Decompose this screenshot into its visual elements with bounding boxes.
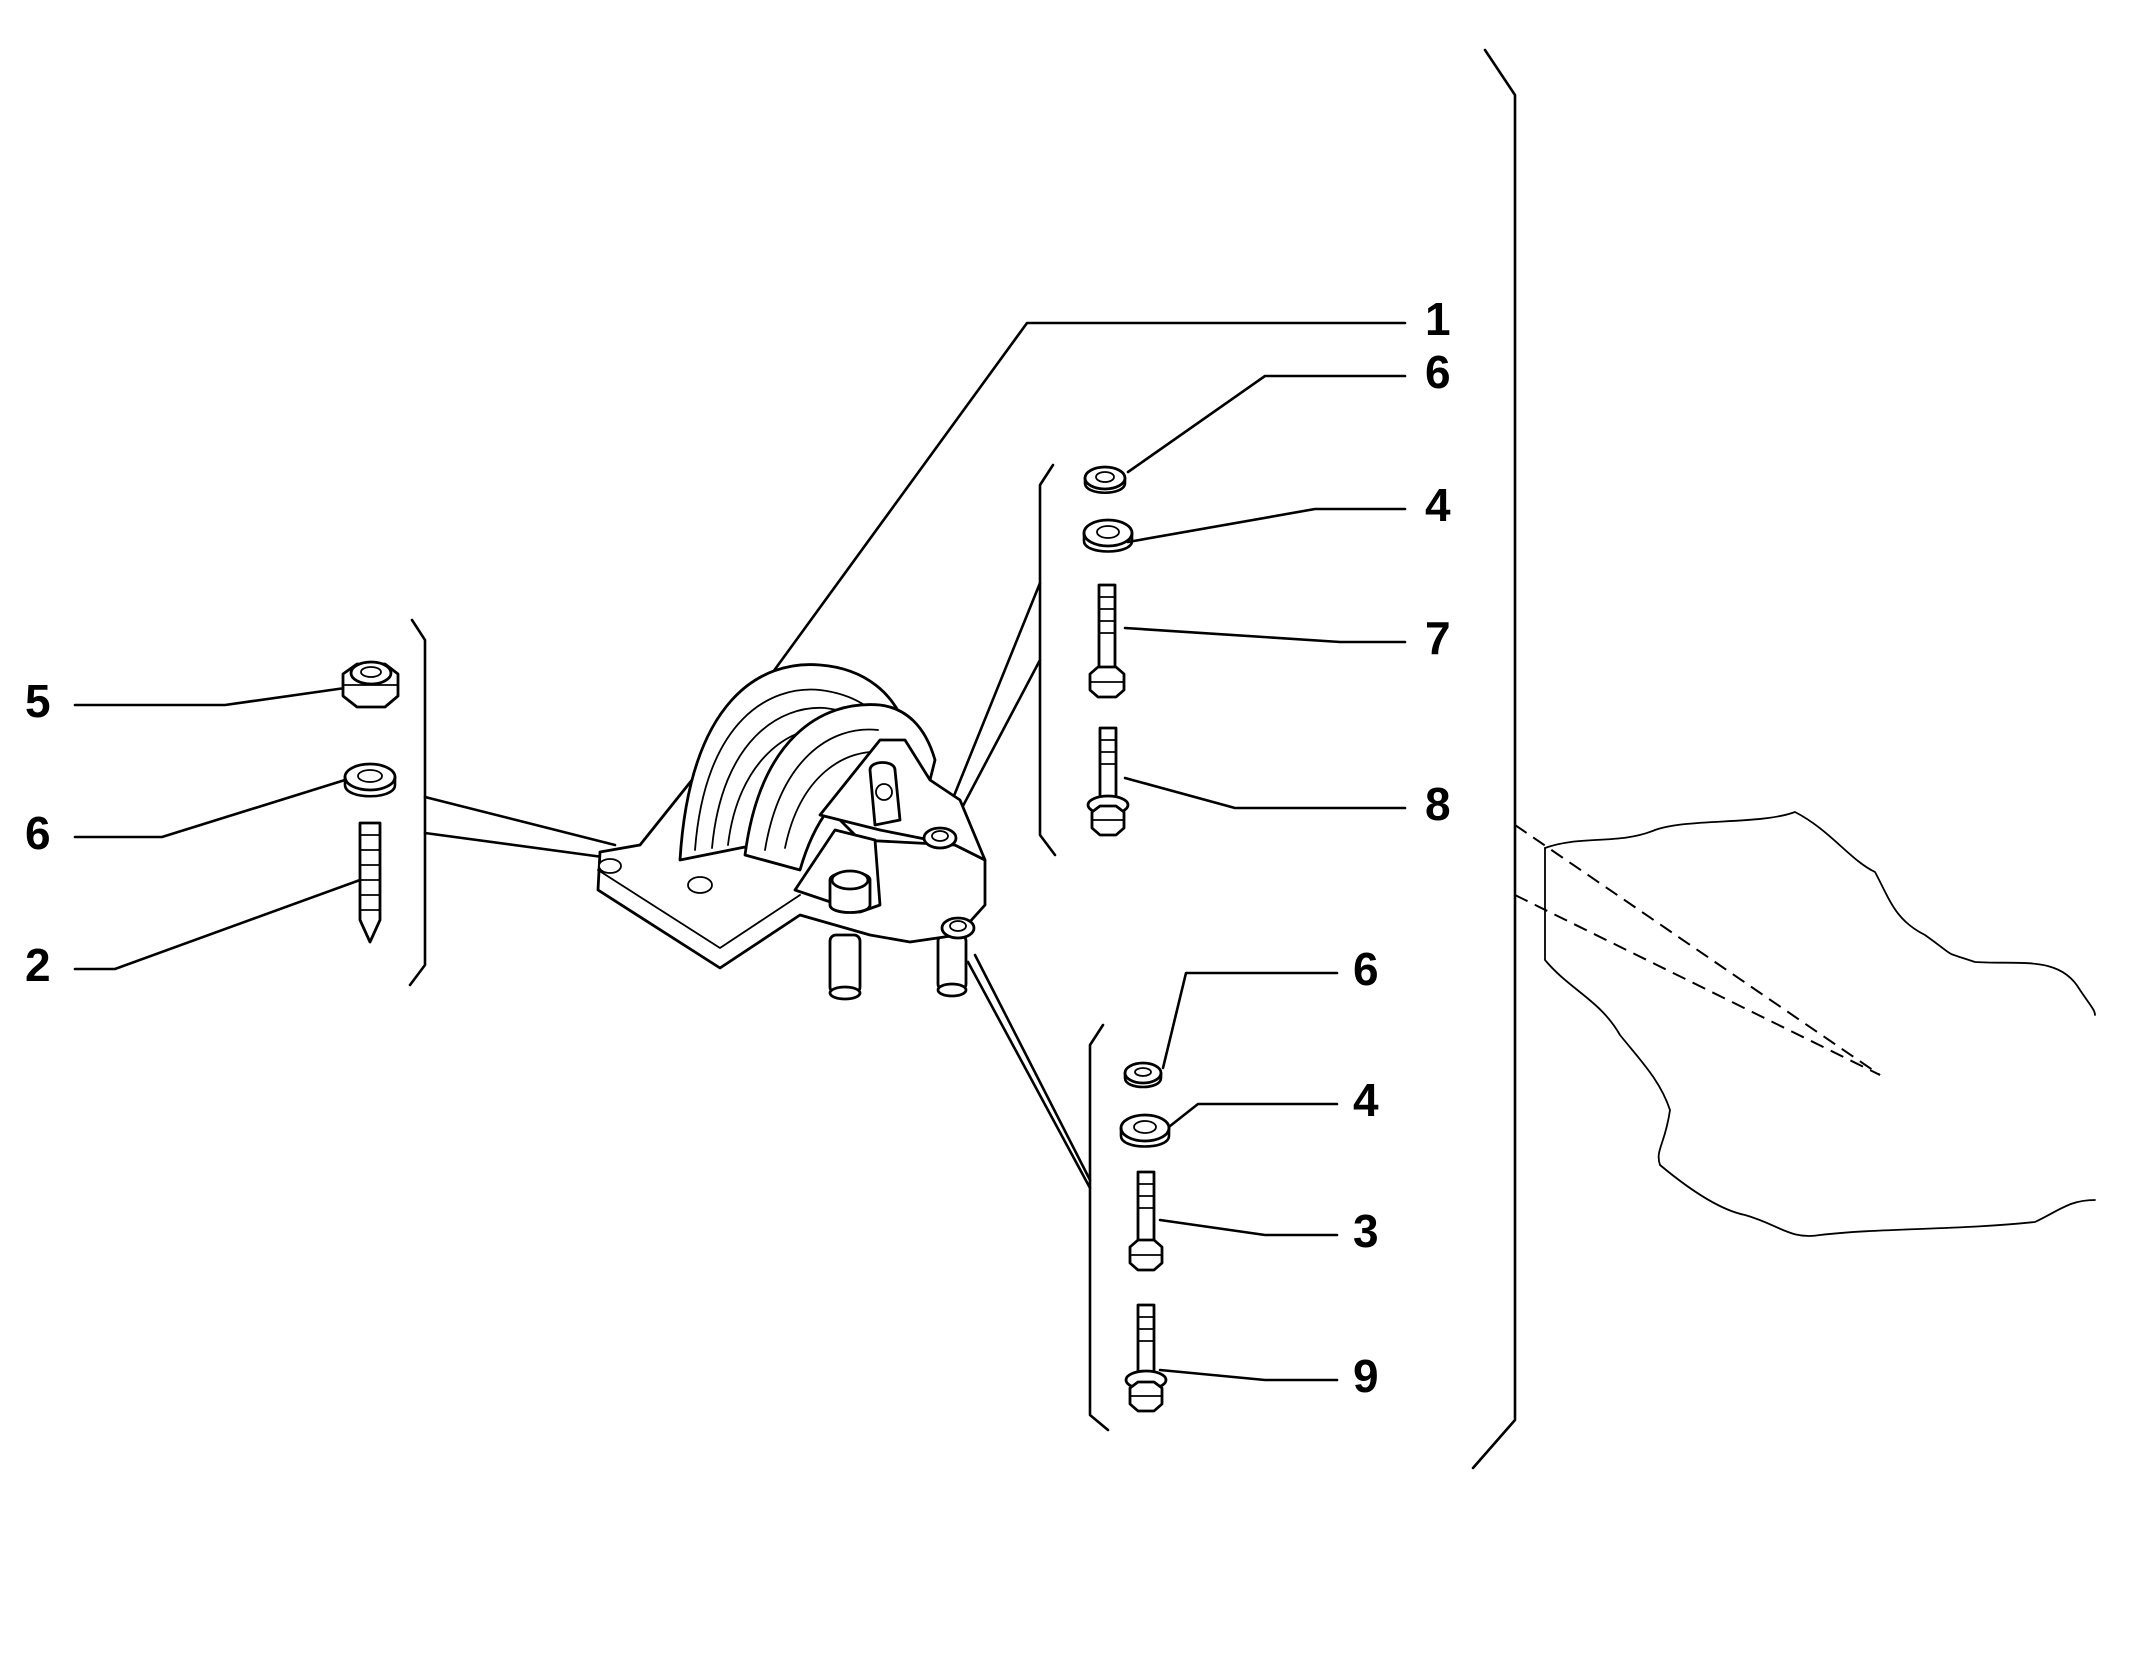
part-6-washer-lower — [1123, 1061, 1163, 1089]
part-5-lock-nut — [341, 660, 400, 709]
part-2-stud — [358, 821, 382, 944]
callout-4-upper: 4 — [1425, 479, 1451, 531]
group-bracket-right-large — [1471, 48, 1517, 1470]
callout-1: 1 — [1425, 293, 1451, 345]
part-4-washer-lower — [1119, 1113, 1171, 1148]
part-3-bolt — [1128, 1170, 1164, 1272]
callout-6-upper: 6 — [1425, 346, 1451, 398]
callout-8: 8 — [1425, 778, 1451, 830]
part-4-washer-upper — [1082, 518, 1134, 553]
callout-2: 2 — [25, 939, 51, 991]
callout-6-lower: 6 — [1353, 943, 1379, 995]
group-bracket-left — [408, 618, 427, 987]
callout-labels: 1 6 4 7 8 5 6 2 6 4 3 9 — [25, 293, 1451, 1402]
group-bracket-upper-right — [1038, 463, 1057, 857]
part-6-washer-upper — [1083, 465, 1127, 494]
part-9-bolt-with-washer — [1124, 1303, 1168, 1413]
part-6-washer-left — [343, 762, 397, 798]
location-inset — [1514, 811, 2096, 1237]
callout-9: 9 — [1353, 1350, 1379, 1402]
group-bracket-lower-right — [1088, 1023, 1110, 1432]
part-7-bolt — [1088, 583, 1126, 699]
callout-5: 5 — [25, 675, 51, 727]
engine-mount-assembly — [596, 663, 987, 1001]
callout-4-lower: 4 — [1353, 1074, 1379, 1126]
part-8-bolt-with-washer — [1086, 726, 1130, 837]
callout-3: 3 — [1353, 1205, 1379, 1257]
leader-lines — [73, 321, 1407, 1382]
callout-6-left: 6 — [25, 807, 51, 859]
callout-7: 7 — [1425, 612, 1451, 664]
